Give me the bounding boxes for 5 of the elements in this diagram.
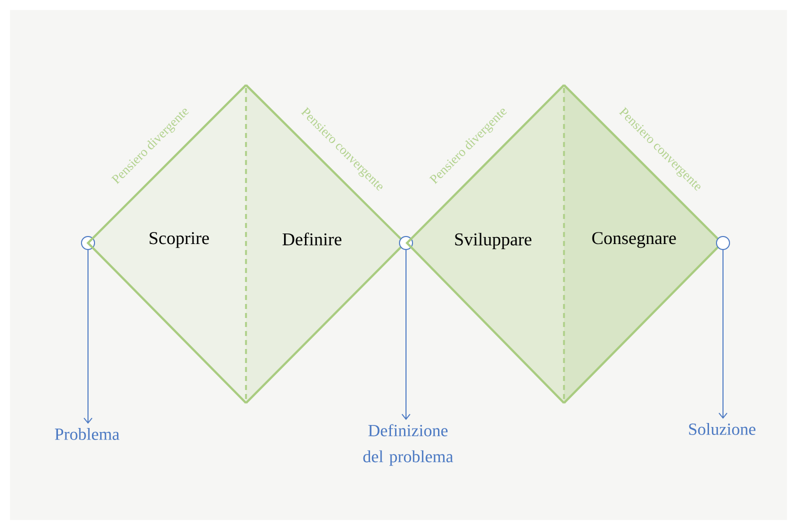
arrow — [84, 250, 92, 424]
outcome-label: Soluzione — [689, 423, 756, 435]
outcome-label: Problema — [54, 428, 120, 440]
outcome-label: Definizione del problema — [363, 424, 454, 466]
arrow — [718, 250, 728, 419]
